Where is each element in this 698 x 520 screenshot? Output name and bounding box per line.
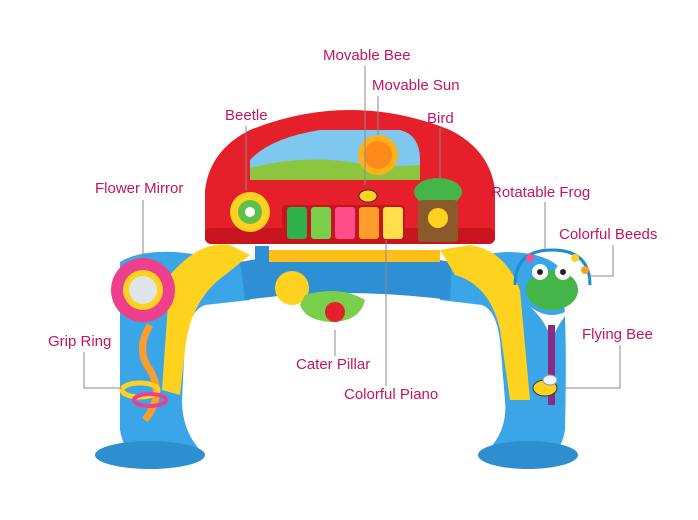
label-cater-pillar: Cater Pillar	[296, 356, 371, 373]
label-bird: Bird	[427, 110, 454, 127]
label-grip-ring: Grip Ring	[48, 333, 112, 350]
movable-bee	[358, 189, 378, 203]
leader-grip-ring	[83, 352, 122, 389]
label-colorful-beeds: Colorful Beeds	[559, 226, 658, 243]
colorful-piano	[282, 205, 405, 241]
leader-flying-bee	[565, 345, 621, 389]
flower-mirror	[111, 258, 175, 423]
movable-sun	[358, 135, 398, 175]
label-flying-bee: Flying Bee	[582, 326, 653, 343]
grip-ring	[119, 380, 168, 408]
colorful-beeds	[513, 248, 592, 286]
label-flower-mirror: Flower Mirror	[95, 180, 184, 197]
yellow-frame	[162, 244, 530, 400]
label-movable-bee: Movable Bee	[323, 47, 411, 64]
rotatable-frog	[526, 264, 578, 405]
label-movable-sun: Movable Sun	[372, 77, 460, 94]
label-rotatable-frog: Rotatable Frog	[491, 184, 591, 201]
beetle-toy	[230, 192, 270, 232]
label-colorful-piano: Colorful Piano	[344, 386, 439, 403]
leader-colorful-beeds	[590, 245, 614, 277]
flying-bee	[532, 374, 558, 397]
label-beetle: Beetle	[225, 107, 268, 124]
leader-lines	[83, 66, 621, 389]
caterpillar-toy	[255, 246, 365, 322]
bird-tree	[414, 178, 462, 242]
